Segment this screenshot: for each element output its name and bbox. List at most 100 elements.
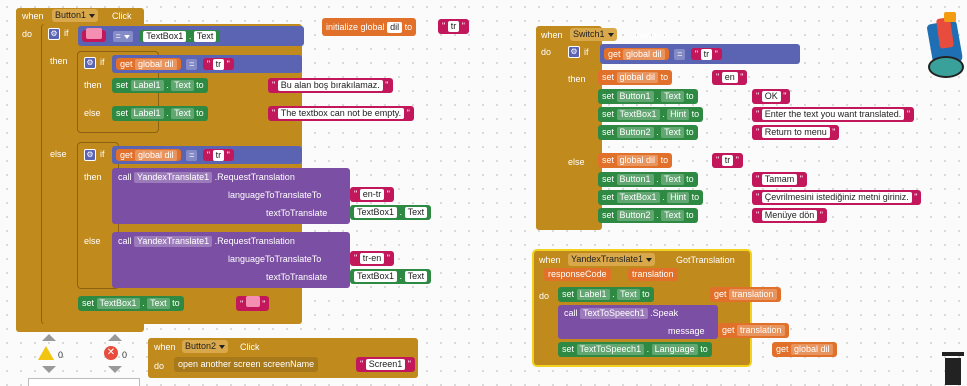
set-button2-text-en[interactable]: set Button2 . Text to: [598, 125, 698, 140]
set-textbox1-hint-tr[interactable]: set TextBox1 . Hint to: [598, 190, 704, 205]
arg-language-1: languageToTranslateTo: [228, 190, 322, 200]
button2-dropdown[interactable]: Button2: [182, 340, 229, 353]
eq-operator-switch[interactable]: =: [674, 49, 686, 60]
set-textbox1-text[interactable]: set TextBox1 . Text to: [78, 296, 184, 311]
arg-message: message: [668, 326, 705, 336]
string-tamam[interactable]: " Tamam ": [752, 172, 807, 187]
string-tr-1[interactable]: " tr ": [202, 58, 234, 70]
get-global-dil-switch[interactable]: get global dil: [604, 48, 669, 60]
then-keyword-2: then: [84, 80, 102, 90]
warning-next-arrow[interactable]: [42, 366, 56, 373]
then-keyword-switch: then: [568, 74, 586, 84]
eq-operator-2[interactable]: =: [186, 59, 198, 70]
when-keyword: when: [22, 11, 44, 21]
set-button1-text-en[interactable]: set Button1 . Text to: [598, 89, 698, 104]
initialize-global-dil[interactable]: initialize global dil to: [322, 18, 417, 36]
do-keyword-switch: do: [541, 47, 552, 57]
else-keyword-3: else: [84, 236, 101, 246]
call-keyword-2: call YandexTranslate1 .RequestTranslatio…: [118, 236, 295, 247]
do-keyword-gt: do: [539, 291, 550, 301]
get-global-dil-gt[interactable]: get global dil: [772, 342, 837, 357]
error-icon: ✕: [104, 346, 118, 360]
backpack-icon[interactable]: [924, 12, 964, 92]
get-translation-2[interactable]: get translation: [718, 323, 789, 338]
when-keyword-b2: when: [154, 342, 176, 352]
param-translation[interactable]: translation: [628, 268, 678, 281]
set-button2-text-tr[interactable]: set Button2 . Text to: [598, 208, 698, 223]
set-textbox1-hint-en[interactable]: set TextBox1 . Hint to: [598, 107, 704, 122]
changed-event-name: Changed: [630, 30, 667, 40]
set-label1-text-gt[interactable]: set Label1 . Text to: [558, 287, 654, 302]
mutator-gear-icon-2[interactable]: ⚙: [84, 57, 96, 69]
string-hint-en[interactable]: " Enter the text you want translated. ": [752, 107, 915, 122]
then-keyword: then: [50, 56, 68, 66]
arg-text-2: textToTranslate: [266, 272, 328, 282]
button1-dropdown[interactable]: Button1: [52, 9, 99, 22]
string-tr-2[interactable]: " tr ": [202, 149, 234, 161]
eq-operator-3[interactable]: =: [186, 150, 198, 161]
empty-string: [86, 28, 102, 39]
string-init-tr[interactable]: " tr ": [438, 19, 469, 34]
compare-dil-tr-2[interactable]: get global dil = " tr ": [112, 146, 302, 164]
else-keyword-outer: else: [50, 149, 67, 159]
string-return-menu[interactable]: " Return to menu ": [752, 125, 840, 140]
set-label1-text-tr[interactable]: set Label1 . Text to: [112, 78, 208, 93]
string-en-tr[interactable]: " en-tr ": [350, 187, 394, 202]
if-keyword-3: if: [100, 149, 105, 159]
string-empty-tr[interactable]: " Bu alan boş bırakılamaz. ": [268, 78, 393, 93]
string-menuye-don[interactable]: " Menüye dön ": [752, 208, 827, 223]
string-empty-2[interactable]: " ": [236, 296, 270, 311]
compare-dil-tr-1[interactable]: get global dil = " tr ": [112, 55, 302, 73]
set-global-dil-en[interactable]: set global dil to: [598, 70, 673, 85]
trash-icon[interactable]: [942, 352, 964, 385]
warning-prev-arrow[interactable]: [42, 334, 56, 341]
get-translation-1[interactable]: get translation: [710, 287, 781, 302]
error-next-arrow[interactable]: [108, 366, 122, 373]
switch1-dropdown[interactable]: Switch1: [570, 28, 617, 41]
yandex-dropdown[interactable]: YandexTranslate1: [568, 253, 656, 266]
compare-textbox-empty[interactable]: = TextBox1 . Text: [78, 26, 304, 46]
inner-if-block-2[interactable]: [78, 143, 118, 288]
string-tr-else[interactable]: " tr ": [712, 153, 743, 168]
textbox1-text-arg-1[interactable]: TextBox1 . Text: [350, 205, 432, 220]
else-keyword-2: else: [84, 108, 101, 118]
string-ok[interactable]: " OK ": [752, 89, 791, 104]
compare-dil-tr-switch[interactable]: get global dil = " tr ": [600, 44, 800, 64]
eq-operator[interactable]: =: [112, 31, 133, 42]
b2-click-event-name: Click: [240, 342, 260, 352]
error-prev-arrow[interactable]: [108, 334, 122, 341]
if-keyword-2: if: [100, 57, 105, 67]
string-tr-switch[interactable]: " tr ": [690, 48, 722, 60]
when-keyword-switch: when: [541, 30, 563, 40]
yandex-request-block-2[interactable]: [112, 232, 350, 288]
string-en[interactable]: " en ": [712, 70, 748, 85]
gottranslation-event-name: GotTranslation: [676, 255, 735, 265]
warning-icon: [38, 346, 54, 360]
set-tts-language[interactable]: set TextToSpeech1 . Language to: [558, 342, 712, 357]
do-keyword: do: [22, 29, 33, 39]
arg-text-1: textToTranslate: [266, 208, 328, 218]
param-responsecode[interactable]: responseCode: [544, 268, 611, 281]
string-tr-en[interactable]: " tr-en ": [350, 251, 394, 266]
yandex-request-block-1[interactable]: [112, 168, 350, 224]
string-hint-tr[interactable]: " Çevrilmesini istediğiniz metni giriniz…: [752, 190, 922, 205]
textbox1-text-arg-2[interactable]: TextBox1 . Text: [350, 269, 432, 284]
get-global-dil-1[interactable]: get global dil: [116, 58, 181, 70]
set-label1-text-en[interactable]: set Label1 . Text to: [112, 106, 208, 121]
set-global-dil-tr[interactable]: set global dil to: [598, 153, 673, 168]
then-keyword-3: then: [84, 172, 102, 182]
call-tts: call TextToSpeech1 .Speak: [564, 308, 679, 319]
tts-speak-block[interactable]: [558, 305, 718, 339]
get-global-dil-2[interactable]: get global dil: [116, 149, 181, 161]
string-empty-en[interactable]: " The textbox can not be empty. ": [268, 106, 414, 121]
switch1-changed-event-block[interactable]: [536, 26, 602, 230]
mutator-gear-icon[interactable]: ⚙: [48, 28, 60, 40]
open-another-screen[interactable]: open another screen screenName: [174, 357, 319, 372]
mutator-gear-icon-3[interactable]: ⚙: [84, 149, 96, 161]
set-button1-text-tr[interactable]: set Button1 . Text to: [598, 172, 698, 187]
string-screen1[interactable]: " Screen1 ": [356, 357, 415, 372]
when-keyword-gt: when: [539, 255, 561, 265]
mutator-gear-icon-4[interactable]: ⚙: [568, 46, 580, 58]
textbox1-text-getter[interactable]: TextBox1 . Text: [139, 30, 221, 42]
click-event-name: Click: [112, 11, 132, 21]
